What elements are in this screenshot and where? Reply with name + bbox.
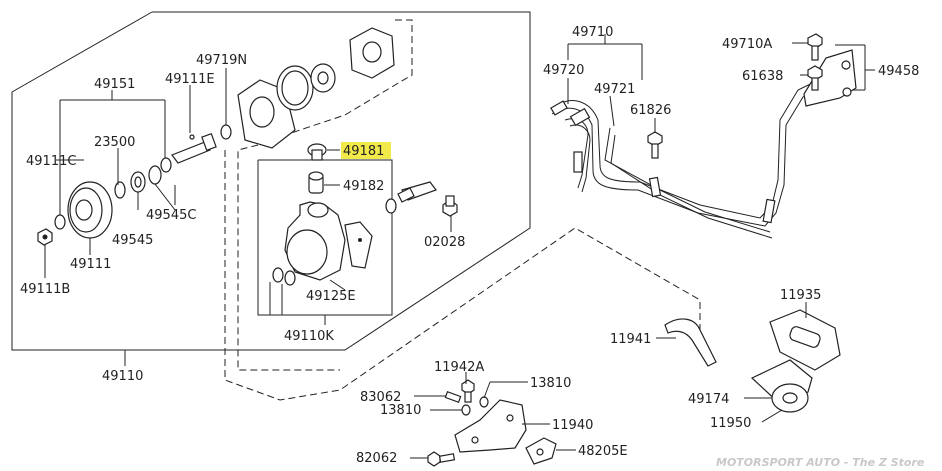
label-49111c[interactable]: 49111C bbox=[26, 154, 76, 169]
label-49710a[interactable]: 49710A bbox=[722, 37, 772, 52]
label-11942a[interactable]: 11942A bbox=[434, 360, 484, 375]
shaft-49111e bbox=[171, 132, 217, 164]
label-13810-b[interactable]: 13810 bbox=[380, 403, 421, 418]
label-49721[interactable]: 49721 bbox=[594, 82, 635, 97]
bolt-49710a bbox=[807, 33, 823, 61]
fitting-union bbox=[385, 181, 437, 214]
label-23500[interactable]: 23500 bbox=[94, 135, 135, 150]
bracket-49458 bbox=[803, 49, 857, 107]
label-49110k[interactable]: 49110K bbox=[284, 329, 334, 344]
label-49545[interactable]: 49545 bbox=[112, 233, 153, 248]
nut-49111b bbox=[37, 228, 53, 246]
label-48205e[interactable]: 48205E bbox=[578, 444, 628, 459]
label-49545c[interactable]: 49545C bbox=[146, 208, 196, 223]
reservoir-49125e bbox=[284, 201, 373, 281]
label-49111[interactable]: 49111 bbox=[70, 257, 111, 272]
snap-ring-23500 bbox=[114, 181, 126, 199]
label-11940[interactable]: 11940 bbox=[552, 418, 593, 433]
label-11950[interactable]: 11950 bbox=[710, 416, 751, 431]
label-02028[interactable]: 02028 bbox=[424, 235, 465, 250]
bolt-83062 bbox=[444, 391, 462, 403]
label-49720[interactable]: 49720 bbox=[543, 63, 584, 78]
bolt-61638 bbox=[807, 65, 823, 91]
pulley-11950 bbox=[771, 383, 809, 413]
cap-49181 bbox=[307, 143, 327, 161]
bolt-02028 bbox=[442, 195, 458, 217]
assembly-frame-49110k bbox=[257, 159, 393, 316]
label-49174[interactable]: 49174 bbox=[688, 392, 729, 407]
washer-13810b bbox=[461, 404, 471, 416]
washer-13810a bbox=[479, 396, 489, 408]
pulley-49111 bbox=[67, 181, 113, 239]
pressure-hose-49710 bbox=[550, 71, 841, 239]
watermark: MOTORSPORT AUTO - The Z Store bbox=[716, 456, 925, 469]
highlight-49181 bbox=[341, 142, 391, 159]
label-49125e[interactable]: 49125E bbox=[306, 289, 356, 304]
bolt-82062 bbox=[427, 451, 456, 467]
label-11941[interactable]: 11941 bbox=[610, 332, 651, 347]
assembly-frame-49110 bbox=[11, 11, 531, 351]
plate-48205e bbox=[525, 437, 557, 465]
bearing-49545 bbox=[130, 171, 146, 193]
bracket-11940 bbox=[454, 399, 527, 453]
label-49458[interactable]: 49458 bbox=[878, 64, 919, 79]
label-61638[interactable]: 61638 bbox=[742, 69, 783, 84]
bolt-11942a bbox=[461, 379, 475, 403]
label-13810-a[interactable]: 13810 bbox=[530, 376, 571, 391]
filter-49182 bbox=[308, 171, 324, 194]
label-49151[interactable]: 49151 bbox=[94, 77, 135, 92]
pump-body bbox=[237, 27, 395, 149]
leader-lines bbox=[44, 34, 875, 459]
seal-49545c bbox=[148, 157, 172, 185]
orings-49110k bbox=[272, 267, 296, 286]
oring-49719n bbox=[220, 124, 232, 140]
label-49111e[interactable]: 49111E bbox=[165, 72, 215, 87]
label-49719n[interactable]: 49719N bbox=[196, 53, 247, 68]
label-49181[interactable]: 49181 bbox=[343, 144, 384, 159]
dashed-outline-pump bbox=[237, 19, 413, 371]
label-61826[interactable]: 61826 bbox=[630, 103, 671, 118]
washer-49111c bbox=[54, 214, 66, 230]
label-83062[interactable]: 83062 bbox=[360, 390, 401, 405]
label-49111b[interactable]: 49111B bbox=[20, 282, 70, 297]
label-11935[interactable]: 11935 bbox=[780, 288, 821, 303]
bolt-61826 bbox=[647, 131, 663, 159]
label-49182[interactable]: 49182 bbox=[343, 179, 384, 194]
label-82062[interactable]: 82062 bbox=[356, 451, 397, 466]
label-49710[interactable]: 49710 bbox=[572, 25, 613, 40]
label-49110[interactable]: 49110 bbox=[102, 369, 143, 384]
belt-cover-11941 bbox=[664, 318, 717, 367]
bracket-11935 bbox=[769, 309, 841, 371]
